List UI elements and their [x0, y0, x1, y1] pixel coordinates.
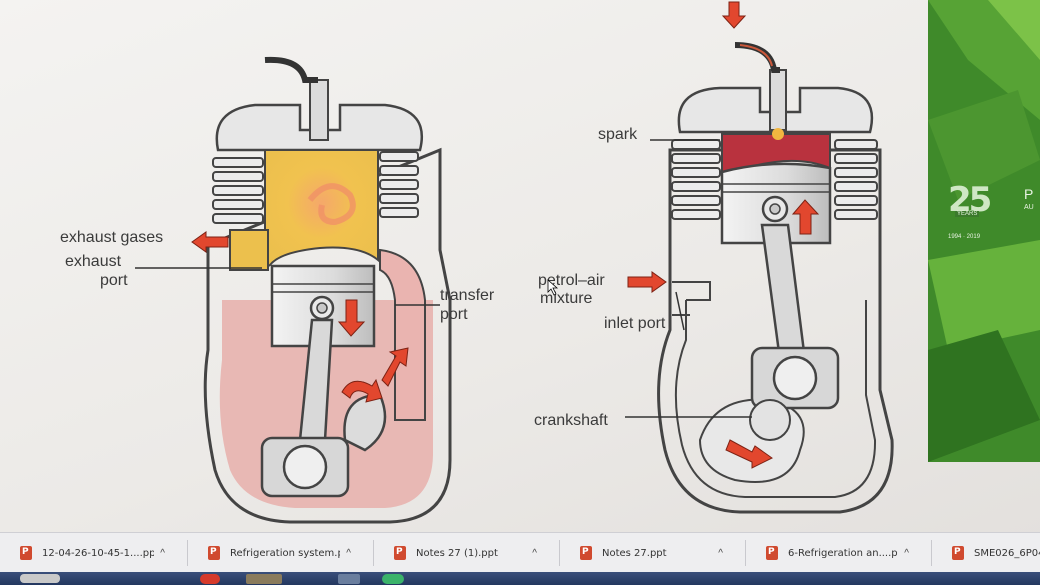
download-filename: Notes 27 (1).ppt — [416, 548, 526, 559]
label-spark: spark — [598, 126, 638, 143]
taskbar-app-icon[interactable] — [200, 574, 220, 584]
chevron-up-icon[interactable]: ^ — [718, 548, 723, 559]
left-engine: exhaust gases exhaust port transfer port — [60, 60, 495, 522]
right-spark-plug — [770, 70, 786, 130]
ppt-file-icon — [208, 546, 220, 560]
left-spark-plug — [310, 80, 328, 140]
ppt-file-icon — [20, 546, 32, 560]
left-cooling-fins-b — [380, 152, 418, 217]
left-exhaust-arrow — [192, 232, 228, 252]
download-filename: 12-04-26-10-45-1....ppt — [42, 548, 154, 559]
download-filename: 6-Refrigeration an....ppt — [788, 548, 898, 559]
label-transfer-port-line1: transfer — [440, 287, 495, 304]
ppt-file-icon — [952, 546, 964, 560]
label-exhaust-gases: exhaust gases — [60, 229, 163, 246]
right-inlet-port-leader — [676, 292, 684, 330]
right-cooling-fins-b — [835, 140, 877, 219]
label-transfer-port-line2: port — [440, 306, 468, 323]
right-engine: spark petrol–air mixture inlet port cran… — [534, 2, 892, 512]
two-stroke-engine-diagram: exhaust gases exhaust port transfer port — [0, 0, 930, 530]
download-item[interactable]: 12-04-26-10-45-1....ppt ^ — [0, 540, 188, 566]
taskbar-app-icon[interactable] — [20, 574, 60, 583]
download-filename: Notes 27.ppt — [602, 548, 712, 559]
ppt-file-icon — [394, 546, 406, 560]
right-spark-flash — [772, 128, 784, 140]
taskbar-app-icon[interactable] — [246, 574, 282, 584]
download-item[interactable]: Refrigeration system.p... ^ — [188, 540, 374, 566]
download-filename: SME026_6P043 — [974, 548, 1040, 559]
taskbar — [0, 572, 1040, 585]
label-inlet-port: inlet port — [604, 315, 666, 332]
left-cooling-fins-a — [213, 158, 263, 223]
chevron-up-icon[interactable]: ^ — [532, 548, 537, 559]
downloads-bar: 12-04-26-10-45-1....ppt ^ Refrigeration … — [0, 532, 1040, 573]
brand-logo: 25 YEARS 1994 · 2019 P AU — [948, 180, 1040, 250]
download-item[interactable]: Notes 27.ppt ^ — [560, 540, 746, 566]
ppt-file-icon — [766, 546, 778, 560]
brand-p: P — [1024, 186, 1033, 202]
slide-content: exhaust gases exhaust port transfer port — [0, 0, 1040, 530]
brand-a: AU — [1024, 204, 1034, 211]
brand-range: 1994 · 2019 — [948, 234, 980, 240]
right-intake-arrow — [723, 2, 745, 28]
chevron-up-icon[interactable]: ^ — [904, 548, 909, 559]
right-cooling-fins-a — [672, 140, 720, 219]
left-exhaust-passage — [230, 230, 268, 270]
download-item[interactable]: 6-Refrigeration an....ppt ^ — [746, 540, 932, 566]
download-item[interactable]: Notes 27 (1).ppt ^ — [374, 540, 560, 566]
label-crankshaft: crankshaft — [534, 412, 608, 429]
download-filename: Refrigeration system.p... — [230, 548, 340, 559]
ppt-file-icon — [580, 546, 592, 560]
right-connecting-rod — [762, 225, 805, 360]
taskbar-app-icon[interactable] — [338, 574, 360, 584]
right-mixture-arrow — [628, 272, 666, 292]
download-item[interactable]: SME026_6P043 — [932, 540, 1040, 566]
left-spark-lead — [265, 60, 318, 80]
right-crank-disc — [750, 400, 790, 440]
brand-years: YEARS — [955, 211, 979, 217]
label-exhaust-port-line2: port — [100, 272, 128, 289]
taskbar-app-icon[interactable] — [382, 574, 404, 584]
label-exhaust-port-line1: exhaust — [65, 253, 122, 270]
chevron-up-icon[interactable]: ^ — [346, 548, 351, 559]
chevron-up-icon[interactable]: ^ — [160, 548, 165, 559]
